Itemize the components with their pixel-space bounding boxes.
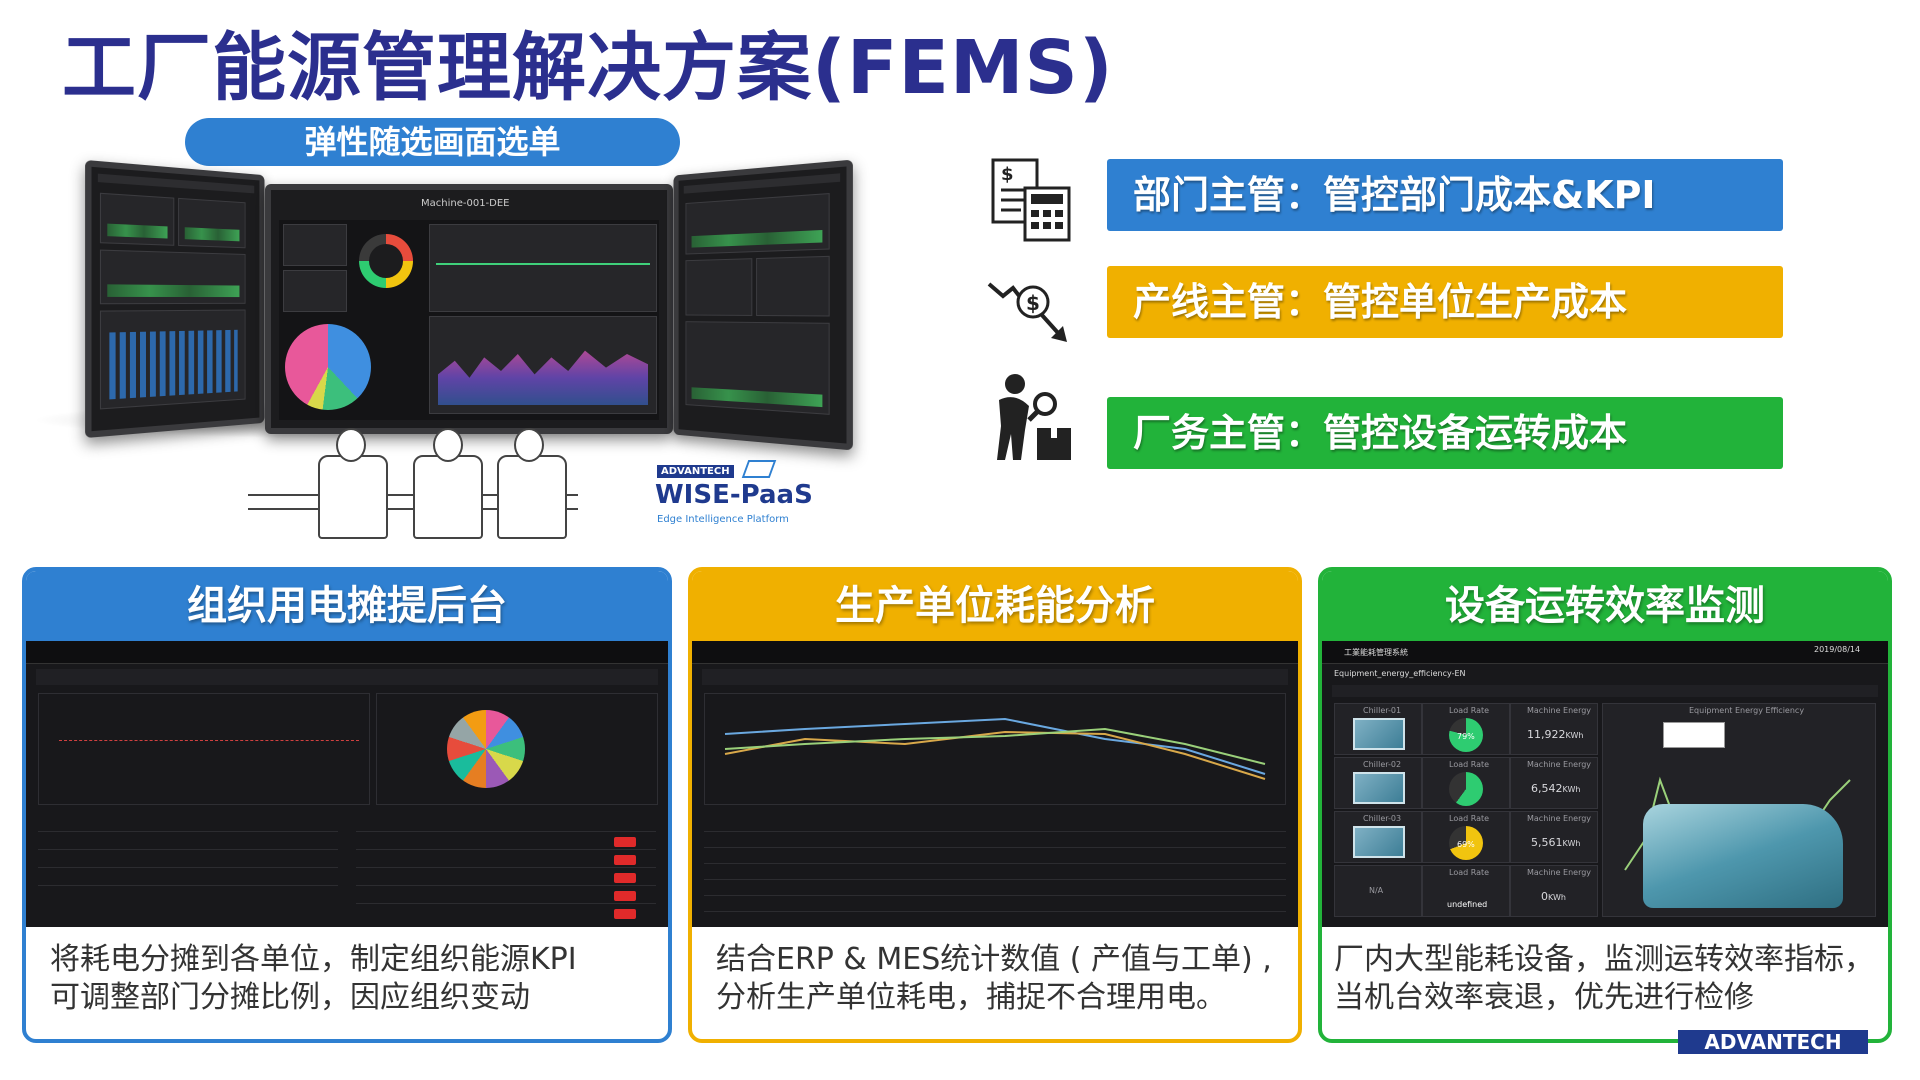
wise-paas-wordmark: WISE-PaaS: [655, 480, 813, 510]
center-monitor-title: Machine-001-DEE: [421, 198, 510, 209]
energy-unit: KWh: [1563, 839, 1581, 848]
invoice-calculator-icon: $: [985, 154, 1077, 246]
efficiency-chart: Equipment Energy Efficiency: [1602, 703, 1876, 917]
logo-mark-icon: [742, 460, 777, 478]
app-name: 工業能耗管理系統: [1344, 647, 1408, 658]
machine-energy-value: 6,542: [1531, 782, 1563, 795]
chiller-name: Chiller-01: [1363, 706, 1401, 715]
consumption-line-chart: [704, 693, 1286, 805]
load-rate-gauge: [1449, 772, 1483, 806]
dashboard-date: 2019/08/14: [1814, 645, 1860, 654]
dashboard-page-title: Equipment_energy_efficiency-EN: [1334, 669, 1466, 678]
wise-paas-tagline: Edge Intelligence Platform: [657, 514, 789, 525]
load-rate-value: 79%: [1457, 732, 1475, 741]
load-rate-label: Load Rate: [1449, 814, 1489, 823]
machine-energy-value: 5,561: [1531, 836, 1563, 849]
load-rate-value: undefined: [1447, 900, 1487, 909]
role-department-manager: 部门主管：管控部门成本&KPI: [1107, 159, 1783, 231]
chiller-thumbnail: [1353, 772, 1405, 804]
machine-energy-label: Machine Energy: [1527, 814, 1591, 823]
role-facility-manager: 厂务主管：管控设备运转成本: [1107, 397, 1783, 469]
energy-unit: KWh: [1548, 893, 1566, 902]
machine-energy-label: Machine Energy: [1527, 760, 1591, 769]
desc-line: 可调整部门分摊比例，因应组织变动: [50, 979, 654, 1017]
load-rate-label: Load Rate: [1449, 706, 1489, 715]
operator-seat: [413, 455, 483, 539]
allocation-pie-panel: [376, 693, 658, 805]
advantech-footer-logo: ADVANTECH: [1678, 1030, 1868, 1054]
panel-description: 结合ERP & MES统计数值 ( 产值与工单) , 分析生产单位耗电，捕捉不合…: [716, 941, 1284, 1017]
energy-pie-chart: [285, 324, 371, 410]
allocation-dashboard-screenshot: [26, 641, 668, 927]
panel-power-allocation: 组织用电摊提后台 将耗电分摊到各单位，制定组织能源KPI 可调整部门分摊比例，因…: [22, 567, 672, 1043]
chiller-name: N/A: [1369, 886, 1383, 895]
panel-description: 将耗电分摊到各单位，制定组织能源KPI 可调整部门分摊比例，因应组织变动: [50, 941, 654, 1017]
panel-description: 厂内大型能耗设备，监测运转效率指标， 当机台效率衰退，优先进行检修: [1334, 941, 1874, 1017]
advantech-small-logo: ADVANTECH: [657, 465, 734, 478]
panel-title: 组织用电摊提后台: [26, 571, 668, 641]
page-title: 工厂能源管理解决方案(FEMS): [62, 8, 1114, 115]
panel-unit-consumption: 生产单位耗能分析 结合ERP & MES统计数值 ( 产值与工单) , 分析生产…: [688, 567, 1302, 1043]
machine-energy-label: Machine Energy: [1527, 868, 1591, 877]
chiller-machine-image: [1643, 804, 1843, 908]
chiller-thumbnail: [1353, 826, 1405, 858]
center-monitor: Machine-001-DEE: [265, 184, 673, 434]
operator-head: [514, 428, 544, 462]
chart-tooltip: [1663, 722, 1725, 748]
chiller-thumbnail: [1353, 718, 1405, 750]
panel-title: 设备运转效率监测: [1322, 571, 1888, 641]
energy-unit: KWh: [1563, 785, 1581, 794]
desc-line: 厂内大型能耗设备，监测运转效率指标，: [1334, 941, 1874, 979]
worker-inspect-icon: [985, 370, 1077, 462]
load-rate-value: 69%: [1457, 840, 1475, 849]
efficiency-chart-title: Equipment Energy Efficiency: [1689, 706, 1804, 715]
machine-energy-label: Machine Energy: [1527, 706, 1591, 715]
desc-line: 分析生产单位耗电，捕捉不合理用电。: [716, 979, 1284, 1017]
energy-unit: KWh: [1566, 731, 1584, 740]
elastic-menu-pill: 弹性随选画面选单: [185, 118, 680, 166]
efficiency-gauge: [359, 234, 413, 288]
load-rate-label: Load Rate: [1449, 760, 1489, 769]
efficiency-dashboard-screenshot: 工業能耗管理系統 2019/08/14 Equipment_energy_eff…: [1322, 641, 1888, 927]
desc-line: 将耗电分摊到各单位，制定组织能源KPI: [50, 941, 654, 979]
panel-equipment-efficiency: 设备运转效率监测 工業能耗管理系統 2019/08/14 Equipment_e…: [1318, 567, 1892, 1043]
desc-line: 当机台效率衰退，优先进行检修: [1334, 979, 1874, 1017]
operator-seat: [497, 455, 567, 539]
consumption-dashboard-screenshot: [692, 641, 1298, 927]
cost-down-dollar-icon: $: [985, 262, 1077, 354]
left-monitor: [85, 160, 264, 438]
operator-seat: [318, 455, 388, 539]
panel-title: 生产单位耗能分析: [692, 571, 1298, 641]
allocation-line-chart: [38, 693, 370, 805]
chiller-name: Chiller-03: [1363, 814, 1401, 823]
svg-text:$: $: [1026, 291, 1040, 315]
machine-energy-value: 11,922: [1527, 728, 1566, 741]
wise-paas-logo: ADVANTECH WISE-PaaS Edge Intelligence Pl…: [655, 460, 795, 530]
right-monitor: [674, 160, 853, 451]
svg-text:$: $: [1001, 164, 1014, 185]
operator-head: [433, 428, 463, 462]
role-line-manager: 产线主管：管控单位生产成本: [1107, 266, 1783, 338]
load-rate-label: Load Rate: [1449, 868, 1489, 877]
operator-head: [336, 428, 366, 462]
chiller-name: Chiller-02: [1363, 760, 1401, 769]
machine-energy-value: 0: [1541, 890, 1548, 903]
desc-line: 结合ERP & MES统计数值 ( 产值与工单) ,: [716, 941, 1284, 979]
